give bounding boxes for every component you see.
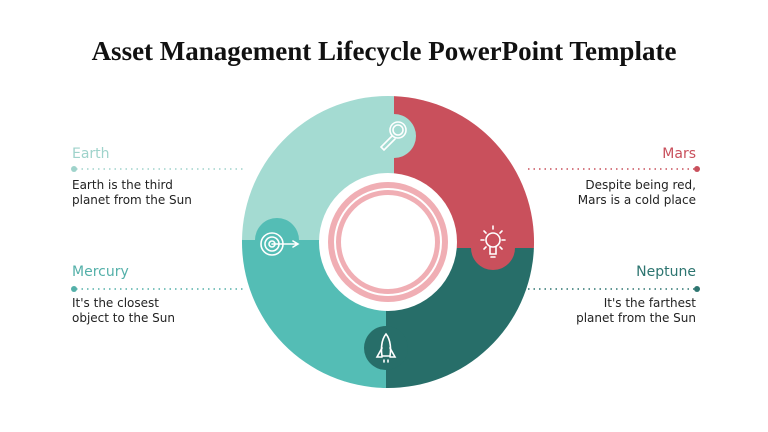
earth-label: Earth	[72, 146, 110, 162]
mercury-desc-line2: object to the Sun	[72, 311, 175, 325]
neptune-bump	[364, 326, 408, 370]
earth-desc-line1: Earth is the third	[72, 178, 173, 192]
page-title: Asset Management Lifecycle PowerPoint Te…	[91, 36, 677, 66]
mars-desc-line2: Mars is a cold place	[577, 193, 696, 207]
earth-dot	[71, 166, 77, 172]
center-core	[341, 195, 435, 289]
neptune-desc-line2: planet from the Sun	[576, 311, 696, 325]
neptune-label: Neptune	[636, 264, 696, 280]
center-ring-line	[334, 188, 442, 296]
mercury-dot	[71, 286, 77, 292]
mars-label: Mars	[662, 146, 696, 162]
earth-desc-line2: planet from the Sun	[72, 193, 192, 207]
mercury-label: Mercury	[72, 264, 129, 280]
mercury-description: It's the closest object to the Sun	[72, 296, 175, 326]
mars-description: Despite being red, Mars is a cold place	[578, 178, 696, 208]
neptune-desc-line1: It's the farthest	[603, 296, 696, 310]
magnifier-icon	[379, 121, 407, 152]
neptune-dot	[694, 286, 700, 292]
earth-description: Earth is the third planet from the Sun	[72, 178, 192, 208]
lightbulb-icon	[480, 225, 506, 258]
mercury-desc-line1: It's the closest	[72, 296, 159, 310]
mars-dot	[694, 166, 700, 172]
rocket-icon	[375, 332, 397, 363]
mars-desc-line1: Despite being red,	[585, 178, 696, 192]
target-icon	[260, 232, 300, 256]
neptune-description: It's the farthest planet from the Sun	[576, 296, 696, 326]
mars-bump	[471, 226, 515, 270]
